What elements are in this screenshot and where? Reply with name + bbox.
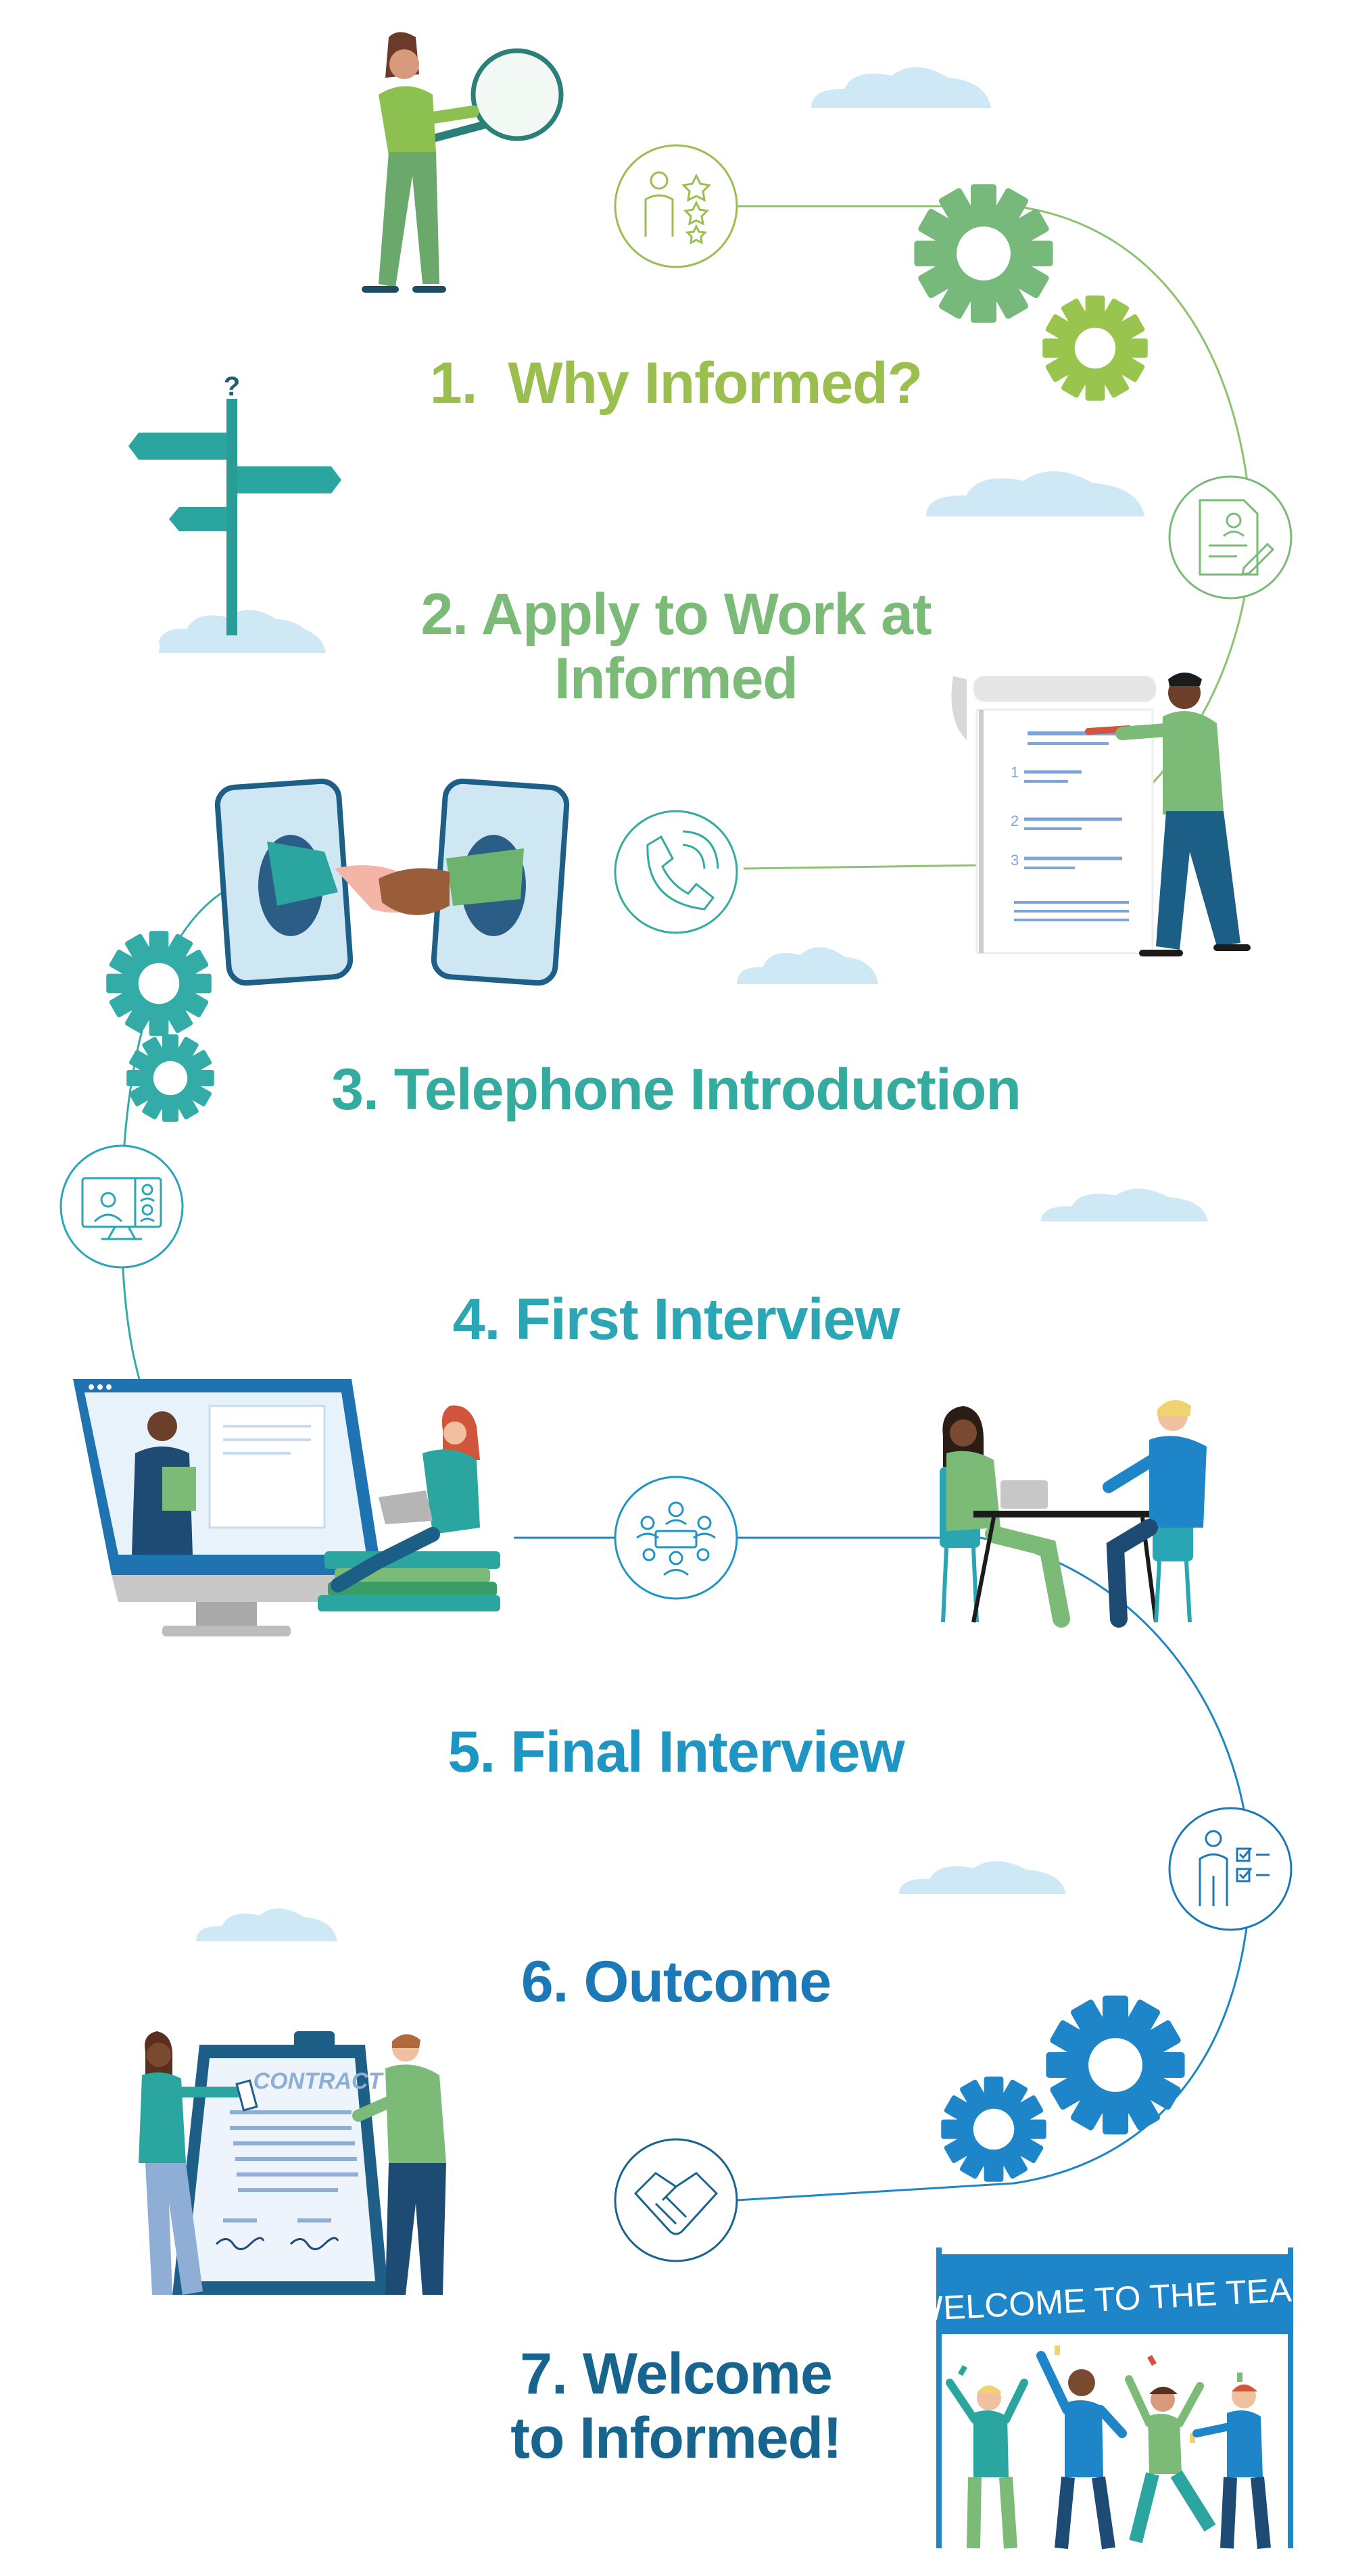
step-3-title: 3. Telephone Introduction — [0, 1058, 1352, 1122]
gears-bottom-right — [941, 1995, 1185, 2182]
video-interview-illustration — [73, 1379, 500, 1636]
signpost-question-mark: ? — [224, 372, 240, 402]
step-3-label: Telephone Introduction — [393, 1057, 1021, 1122]
contract-signing-illustration: CONTRACT — [139, 2031, 446, 2295]
step-2-label-line2: Informed — [554, 646, 798, 711]
step-5-label: Final Interview — [510, 1720, 904, 1784]
group-meeting-icon — [614, 1476, 738, 1600]
step-7-label-line2: to Informed! — [510, 2405, 842, 2471]
step-6-title: 6. Outcome — [0, 1950, 1352, 2014]
gears-left — [106, 931, 214, 1122]
step-7-label: Welcome — [582, 2341, 833, 2406]
step-5-title: 5. Final Interview — [0, 1720, 1352, 1784]
chart-number-2: 2 — [1011, 812, 1019, 829]
signpost-illustration: ? — [128, 372, 341, 645]
resume-document-icon — [1168, 475, 1293, 600]
step-2-title: 2. Apply to Work at Informed — [0, 583, 1352, 710]
contract-label: CONTRACT — [254, 2068, 385, 2094]
telephone-icon — [614, 810, 738, 934]
step-4-number: 4. — [452, 1287, 501, 1352]
chart-number-1: 1 — [1011, 764, 1019, 781]
step-3-number: 3. — [331, 1057, 379, 1122]
step-1-number: 1. — [429, 351, 478, 416]
step-2-number: 2. — [420, 582, 468, 647]
gears-top-right — [914, 184, 1148, 401]
step-1-label: Why Informed? — [508, 351, 923, 416]
step-6-label: Outcome — [583, 1949, 831, 2014]
step-4-title: 4. First Interview — [0, 1288, 1352, 1352]
step-7-title: 7. Welcome to Informed! — [0, 2342, 1352, 2470]
man-presenting-chart-illustration: 1 2 3 — [951, 673, 1251, 956]
step-1-title: 1. Why Informed? — [0, 351, 1352, 416]
handshake-icon — [614, 2138, 738, 2262]
candidate-stars-icon — [614, 144, 738, 268]
table-interview-illustration — [940, 1400, 1207, 1628]
step-6-number: 6. — [521, 1949, 569, 2014]
step-7-number: 7. — [520, 2341, 568, 2406]
welcome-team-illustration: WELCOME TO THE TEAM — [911, 2247, 1320, 2550]
chart-number-3: 3 — [1011, 852, 1019, 869]
video-call-icon — [59, 1144, 184, 1269]
step-2-label: Apply to Work at — [481, 582, 932, 647]
woman-magnifier-illustration — [362, 32, 564, 293]
step-4-label: First Interview — [515, 1287, 900, 1352]
phone-handshake-illustration — [214, 778, 570, 986]
checklist-person-icon — [1168, 1807, 1293, 1931]
step-5-number: 5. — [448, 1720, 496, 1784]
